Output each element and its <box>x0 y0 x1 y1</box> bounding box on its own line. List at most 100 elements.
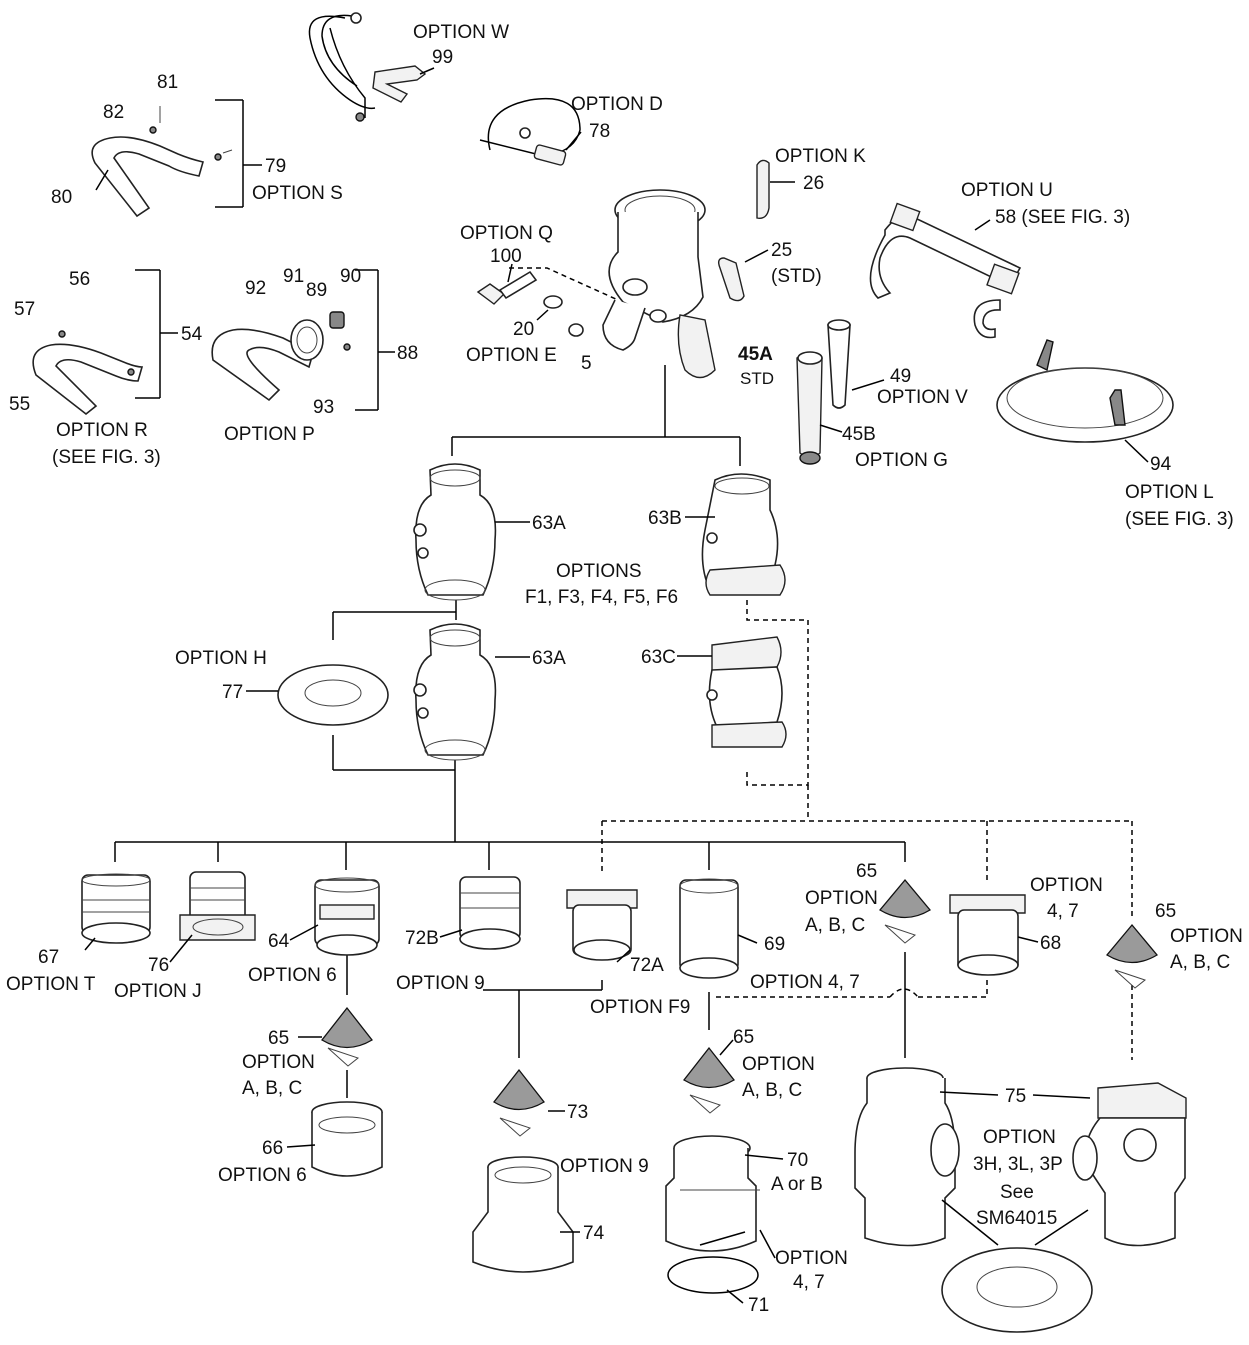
label-82: 82 <box>103 102 124 123</box>
label-option-w: OPTION W <box>413 22 509 43</box>
suction-tube-icon <box>827 319 851 409</box>
label-option-l: OPTION L <box>1125 482 1214 503</box>
label-65-mid: 65 <box>856 861 877 882</box>
label-90: 90 <box>340 266 361 287</box>
label-option-t: OPTION T <box>6 974 96 995</box>
valve-elbow-icon <box>701 473 786 596</box>
label-option-f9: OPTION F9 <box>590 997 690 1018</box>
label-54: 54 <box>181 324 203 345</box>
bolt-icon <box>543 295 584 337</box>
label-option-47-low-2: 4, 7 <box>793 1272 825 1293</box>
label-see-fig3-b: (SEE FIG. 3) <box>1125 509 1234 530</box>
hose-coupling-icon <box>472 1156 574 1273</box>
label-72b: 72B <box>405 928 439 949</box>
label-91: 91 <box>283 266 304 287</box>
label-58: 58 (SEE FIG. 3) <box>995 207 1130 228</box>
label-option-abc-right-1: OPTION <box>1170 926 1243 947</box>
label-option-k: OPTION K <box>775 146 866 167</box>
part-labels: OPTION W 99 OPTION D 78 81 82 80 79 OPTI… <box>6 22 1243 1316</box>
strainer-cone-icon <box>493 1068 545 1137</box>
label-49: 49 <box>890 366 911 387</box>
label-option-9-b: OPTION 9 <box>560 1156 649 1177</box>
label-100: 100 <box>490 246 522 267</box>
gauge-connector-icon <box>479 97 581 166</box>
label-88: 88 <box>397 343 418 364</box>
label-45a: 45A <box>738 344 773 365</box>
label-option-e: OPTION E <box>466 345 557 366</box>
label-option-abc-left-2: A, B, C <box>242 1078 302 1099</box>
bell-valve-icon <box>854 1067 960 1247</box>
label-option-g: OPTION G <box>855 450 948 471</box>
label-63a-low: 63A <box>532 648 566 669</box>
label-option-47-low-1: OPTION <box>775 1248 848 1269</box>
suction-adapter-icon <box>413 463 497 601</box>
label-options: OPTIONS <box>556 561 642 582</box>
label-63a-top: 63A <box>532 513 566 534</box>
label-option-d: OPTION D <box>571 94 663 115</box>
label-std: STD <box>740 369 774 388</box>
label-a-or-b: A or B <box>771 1174 823 1195</box>
label-option-q: OPTION Q <box>460 223 553 244</box>
label-66: 66 <box>262 1138 283 1159</box>
label-79: 79 <box>265 156 286 177</box>
label-73: 73 <box>567 1102 588 1123</box>
handle-icon <box>91 106 233 218</box>
hose-coupling-icon <box>311 1101 383 1177</box>
label-45b: 45B <box>842 424 876 445</box>
label-74: 74 <box>583 1223 605 1244</box>
label-option-r: OPTION R <box>56 420 148 441</box>
handle-icon <box>211 311 351 402</box>
label-78: 78 <box>589 121 610 142</box>
label-26: 26 <box>803 173 824 194</box>
label-70: 70 <box>787 1150 808 1171</box>
intake-ring-icon <box>996 339 1174 443</box>
label-option-abc-right-2: A, B, C <box>1170 952 1230 973</box>
bell-valve-icon <box>1072 1082 1187 1247</box>
ground-cable-icon <box>308 12 427 122</box>
label-68: 68 <box>1040 933 1061 954</box>
label-65-left: 65 <box>268 1028 289 1049</box>
shield-ring-icon <box>277 664 389 726</box>
label-56: 56 <box>69 269 90 290</box>
gasket-ring-icon <box>667 1256 759 1294</box>
label-64: 64 <box>268 931 290 952</box>
hose-coupling-icon <box>179 871 256 941</box>
hose-coupling-icon <box>81 873 151 944</box>
label-63c: 63C <box>641 647 676 668</box>
connector-lines <box>114 267 1133 1098</box>
label-75: 75 <box>1005 1086 1026 1107</box>
label-25: 25 <box>771 240 792 261</box>
label-65-right: 65 <box>1155 901 1176 922</box>
label-55: 55 <box>9 394 30 415</box>
hose-coupling-icon <box>566 889 638 961</box>
strainer-cone-icon <box>683 1046 735 1114</box>
label-option-s: OPTION S <box>252 183 343 204</box>
label-option-abc-left-1: OPTION <box>242 1052 315 1073</box>
label-options-f: F1, F3, F4, F5, F6 <box>525 587 678 608</box>
label-option-abc-low-2: A, B, C <box>742 1080 802 1101</box>
label-71: 71 <box>748 1295 769 1316</box>
pump-manifold-icon <box>602 189 716 379</box>
label-81: 81 <box>157 72 178 93</box>
handle-icon <box>32 330 144 416</box>
ball-valve-handle-icon <box>756 159 770 219</box>
strainer-cone-icon <box>879 878 931 944</box>
label-see-fig3-a: (SEE FIG. 3) <box>52 447 161 468</box>
threaded-tube-icon <box>796 351 823 465</box>
hose-coupling-icon <box>949 894 1026 976</box>
label-option-abc-mid-1: OPTION <box>805 888 878 909</box>
strainer-cone-icon <box>321 1006 373 1067</box>
label-option-3h-2: 3H, 3L, 3P <box>973 1154 1063 1175</box>
leader-lines <box>84 67 1149 1304</box>
label-see: See <box>1000 1182 1034 1203</box>
suction-adapter-icon <box>413 623 497 761</box>
label-option-3h-1: OPTION <box>983 1127 1056 1148</box>
label-std-paren: (STD) <box>771 266 822 287</box>
label-76: 76 <box>148 955 169 976</box>
label-option-47-right-1: OPTION <box>1030 875 1103 896</box>
label-option-6-b: OPTION 6 <box>218 1165 307 1186</box>
label-option-j: OPTION J <box>114 981 202 1002</box>
label-option-abc-low-1: OPTION <box>742 1054 815 1075</box>
label-63b: 63B <box>648 508 682 529</box>
handle-icon <box>869 202 1022 339</box>
